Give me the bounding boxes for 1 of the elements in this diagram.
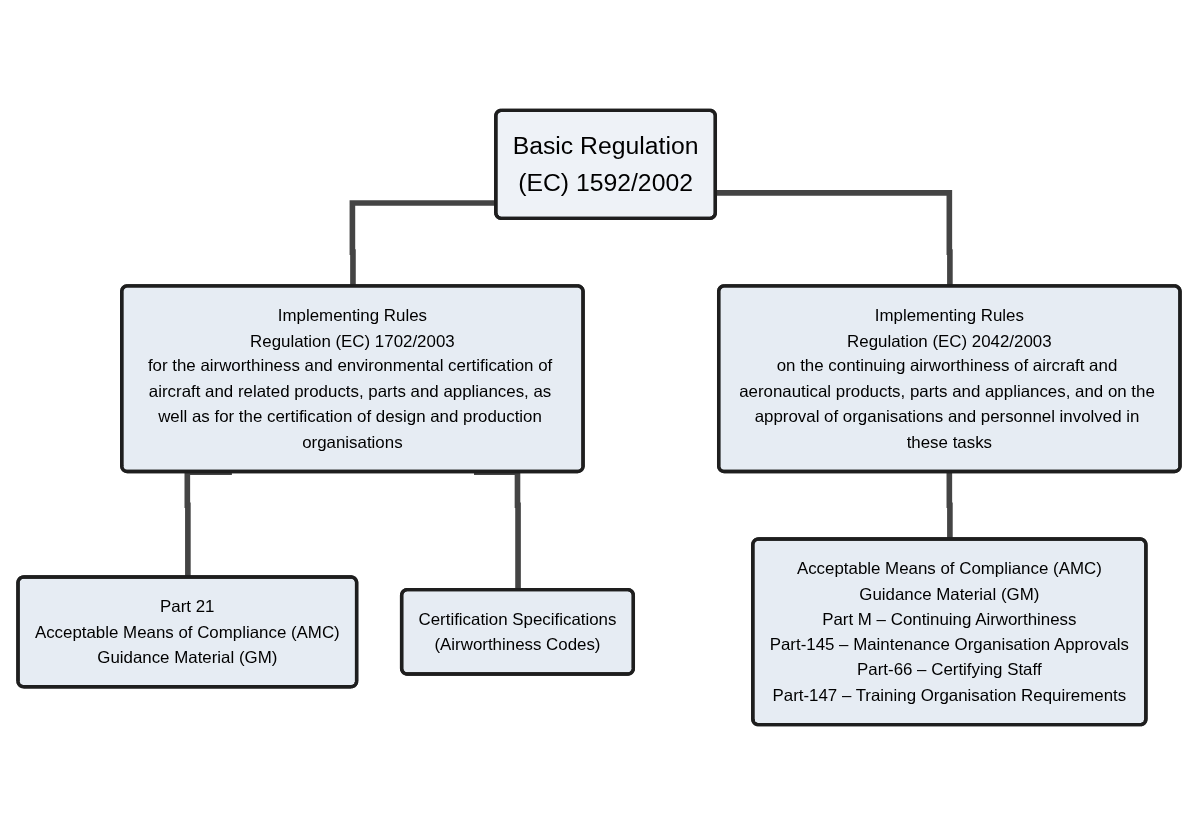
connector <box>349 200 496 287</box>
